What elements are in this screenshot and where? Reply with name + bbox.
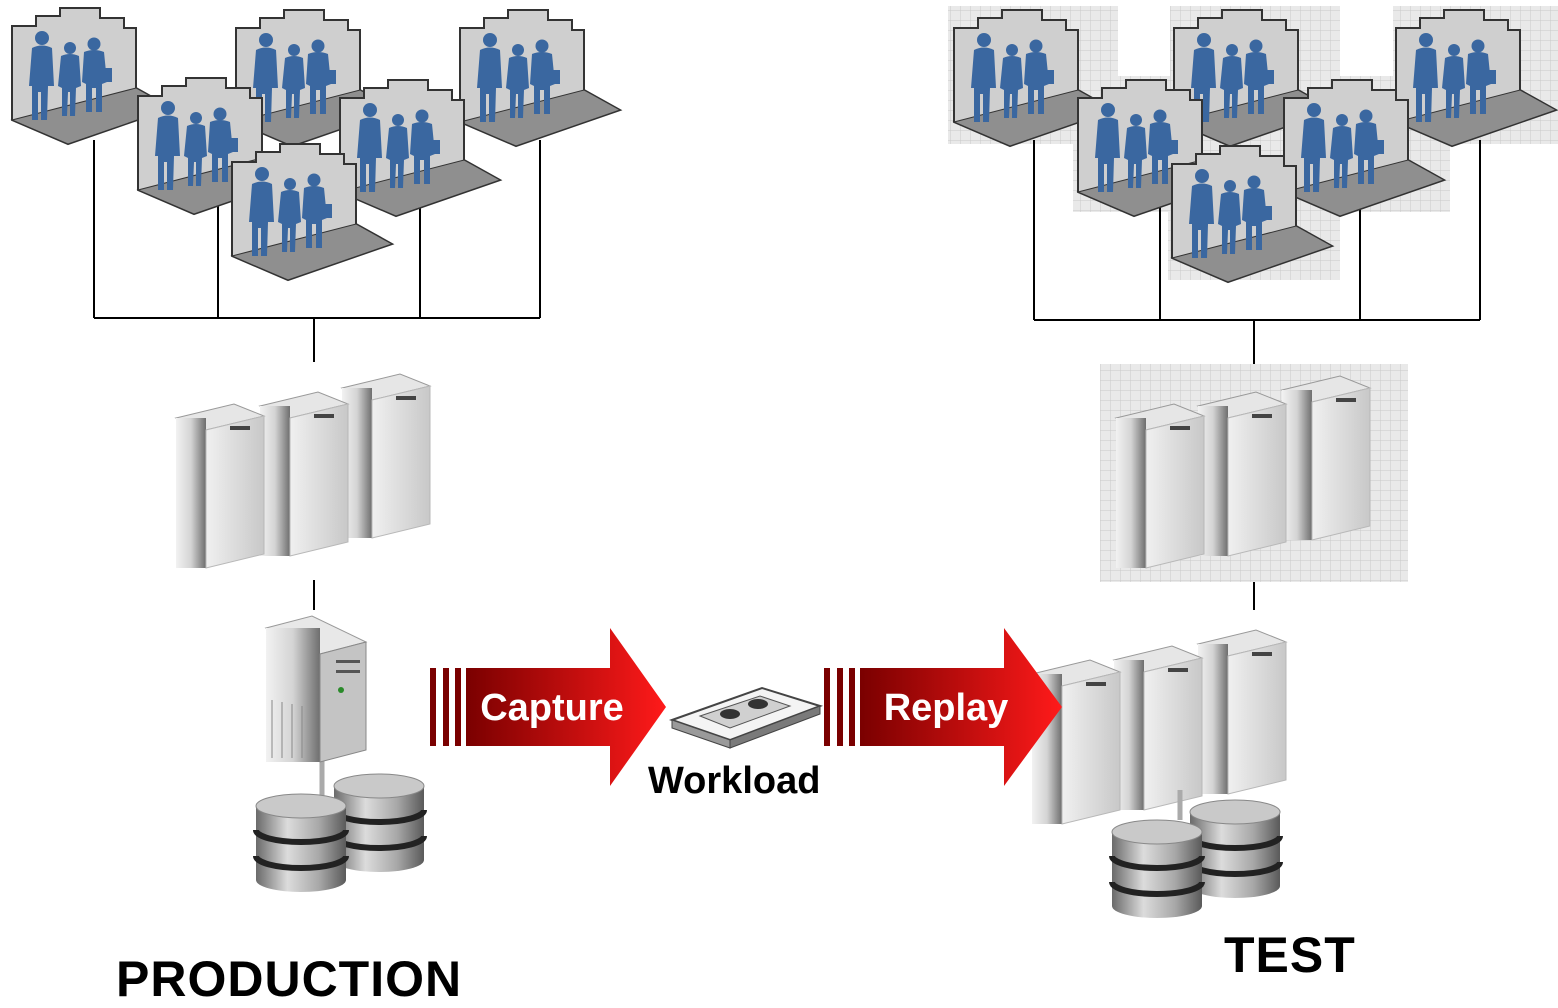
app-server-icon	[1115, 403, 1205, 569]
client-panel-icon	[459, 9, 621, 147]
test-db-servers	[1031, 629, 1287, 825]
production-app-servers	[175, 373, 431, 569]
replay-arrow: Replay	[824, 628, 1062, 786]
test-client-group	[953, 9, 1557, 283]
test-connector-lines	[1033, 140, 1481, 610]
app-server-icon	[1197, 391, 1287, 557]
app-server-icon	[1281, 375, 1371, 541]
production-connector-lines	[93, 140, 541, 610]
db-server-icon	[1113, 645, 1203, 811]
production-db-server-icon	[264, 615, 368, 800]
app-server-icon	[175, 403, 265, 569]
workload-cartridge-icon	[668, 686, 824, 749]
replay-label: Replay	[884, 687, 1009, 729]
database-icon	[1112, 820, 1202, 918]
app-server-icon	[259, 391, 349, 557]
database-icon	[256, 794, 346, 892]
capture-label: Capture	[480, 687, 624, 729]
production-database	[256, 774, 424, 892]
db-server-icon	[1197, 629, 1287, 795]
production-label: PRODUCTION	[116, 951, 463, 1007]
production-client-group	[11, 7, 621, 281]
workload-label: Workload	[648, 760, 821, 802]
app-server-icon	[341, 373, 431, 539]
test-label: TEST	[1224, 927, 1356, 983]
test-database	[1112, 800, 1280, 918]
capture-arrow: Capture	[430, 628, 666, 786]
